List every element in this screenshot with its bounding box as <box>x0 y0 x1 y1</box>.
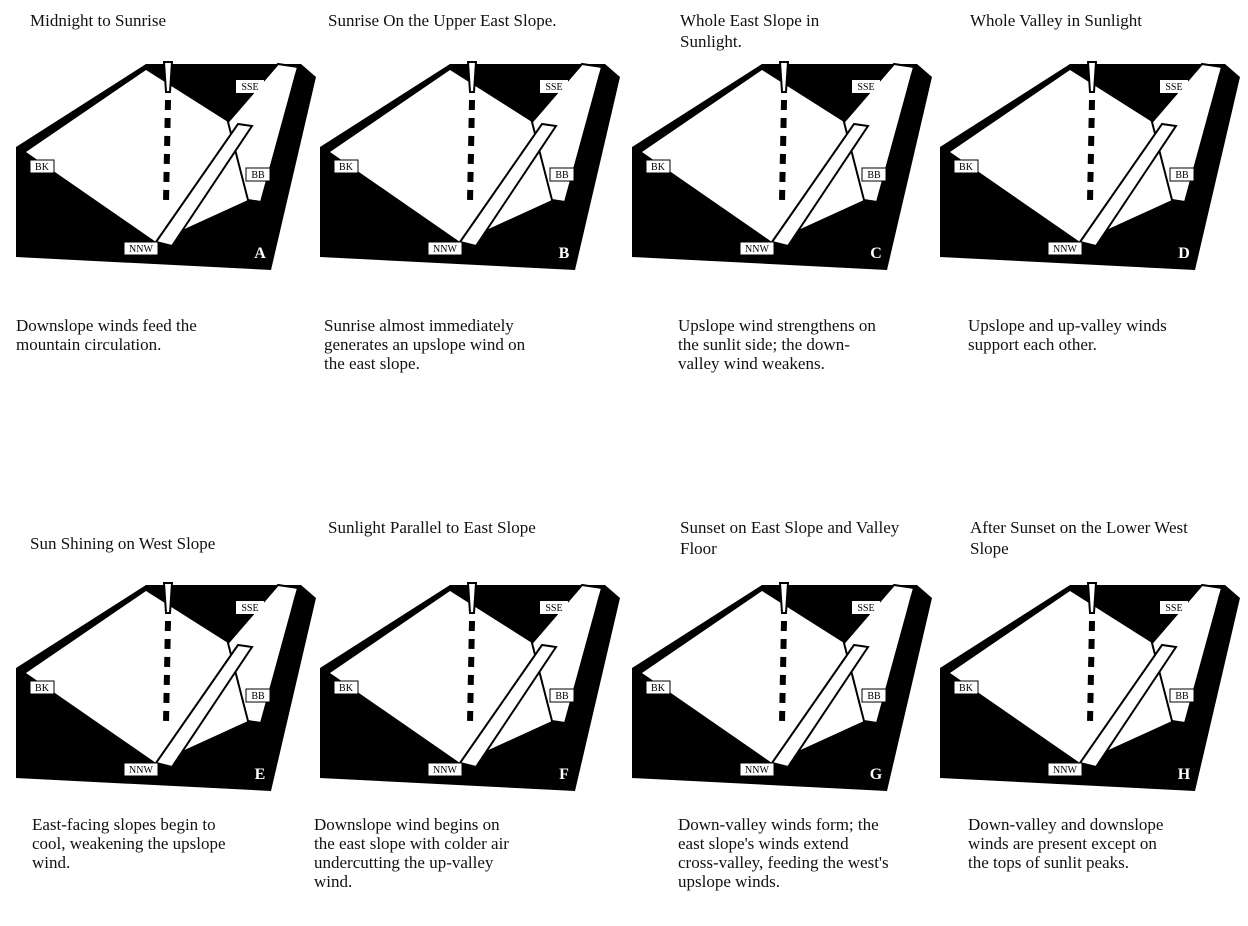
label-bk: BK <box>959 162 974 173</box>
panel-h: After Sunset on the Lower West Slope BK S… <box>940 463 1248 926</box>
up-valley-marker <box>164 62 172 92</box>
label-bk: BK <box>339 683 354 694</box>
label-nnw: NNW <box>745 765 769 776</box>
label-nnw: NNW <box>1053 765 1077 776</box>
label-bb: BB <box>867 170 881 181</box>
panel-title: Whole Valley in Sunlight <box>970 10 1240 31</box>
valley-diagram: BK SSE BB NNW B <box>320 52 632 282</box>
valley-diagram: BK SSE BB NNW D <box>940 52 1248 282</box>
panel-caption: Downslope wind begins on the east slope … <box>314 815 524 891</box>
panel-caption: Down-valley and downslope winds are pres… <box>968 815 1168 872</box>
label-sse: SSE <box>241 603 258 614</box>
label-sse: SSE <box>1165 603 1182 614</box>
label-nnw: NNW <box>433 765 457 776</box>
up-valley-marker <box>468 62 476 92</box>
panel-g: Sunset on East Slope and Valley Floor BK… <box>632 463 944 926</box>
label-sse: SSE <box>1165 82 1182 93</box>
label-sse: SSE <box>545 82 562 93</box>
label-sse: SSE <box>241 82 258 93</box>
panel-d: Whole Valley in Sunlight BK SSE BB NNW D Ups… <box>940 0 1248 463</box>
label-bb: BB <box>251 170 265 181</box>
label-bk: BK <box>651 683 666 694</box>
up-valley-marker <box>780 62 788 92</box>
panel-caption: Down-valley winds form; the east slope's… <box>678 815 893 891</box>
panel-letter: D <box>1178 245 1190 262</box>
panel-title: Sunlight Parallel to East Slope <box>328 517 548 538</box>
label-nnw: NNW <box>129 765 153 776</box>
panel-caption: East-facing slopes begin to cool, weaken… <box>32 815 242 872</box>
panel-letter: F <box>559 766 569 783</box>
up-valley-marker <box>468 583 476 613</box>
panel-letter: B <box>559 245 570 262</box>
panel-a: Midnight to Sunrise BK SSE BB NNW A Downslop… <box>16 0 328 463</box>
label-bb: BB <box>555 170 569 181</box>
label-bk: BK <box>651 162 666 173</box>
label-nnw: NNW <box>745 244 769 255</box>
panel-e: Sun Shining on West Slope BK SSE BB NNW E Ea… <box>16 463 328 926</box>
panel-caption: Upslope and up-valley winds support each… <box>968 316 1168 354</box>
label-bk: BK <box>35 683 50 694</box>
label-bb: BB <box>555 691 569 702</box>
label-nnw: NNW <box>433 244 457 255</box>
valley-diagram: BK SSE BB NNW A <box>16 52 328 282</box>
panel-letter: A <box>254 245 266 262</box>
label-nnw: NNW <box>129 244 153 255</box>
panel-title: Sunrise On the Upper East Slope. <box>328 10 598 31</box>
panel-caption: Upslope wind strengthens on the sunlit s… <box>678 316 878 373</box>
up-valley-marker <box>164 583 172 613</box>
label-sse: SSE <box>545 603 562 614</box>
valley-diagram: BK SSE BB NNW H <box>940 573 1248 803</box>
panel-c: Whole East Slope in Sunlight. BK SSE BB NNW… <box>632 0 944 463</box>
label-sse: SSE <box>857 82 874 93</box>
panel-title: Whole East Slope in Sunlight. <box>680 10 880 52</box>
panel-caption: Sunrise almost immediately generates an … <box>324 316 534 373</box>
up-valley-marker <box>1088 62 1096 92</box>
label-nnw: NNW <box>1053 244 1077 255</box>
label-bb: BB <box>251 691 265 702</box>
valley-diagram: BK SSE BB NNW F <box>320 573 632 803</box>
panel-title: After Sunset on the Lower West Slope <box>970 517 1210 559</box>
panel-title: Sunset on East Slope and Valley Floor <box>680 517 900 559</box>
panel-letter: C <box>870 245 882 262</box>
panel-letter: E <box>255 766 266 783</box>
panel-title: Sun Shining on West Slope <box>30 533 300 554</box>
panel-f: Sunlight Parallel to East Slope BK SSE BB N… <box>320 463 632 926</box>
panel-letter: H <box>1178 766 1191 783</box>
label-bb: BB <box>867 691 881 702</box>
label-bk: BK <box>959 683 974 694</box>
label-bb: BB <box>1175 170 1189 181</box>
panel-letter: G <box>870 766 883 783</box>
valley-diagram: BK SSE BB NNW E <box>16 573 328 803</box>
label-bk: BK <box>339 162 354 173</box>
label-sse: SSE <box>857 603 874 614</box>
panel-caption: Downslope winds feed the mountain circul… <box>16 316 256 354</box>
up-valley-marker <box>780 583 788 613</box>
up-valley-marker <box>1088 583 1096 613</box>
valley-diagram: BK SSE BB NNW C <box>632 52 944 282</box>
label-bk: BK <box>35 162 50 173</box>
label-bb: BB <box>1175 691 1189 702</box>
valley-diagram: BK SSE BB NNW G <box>632 573 944 803</box>
panel-title: Midnight to Sunrise <box>30 10 300 31</box>
